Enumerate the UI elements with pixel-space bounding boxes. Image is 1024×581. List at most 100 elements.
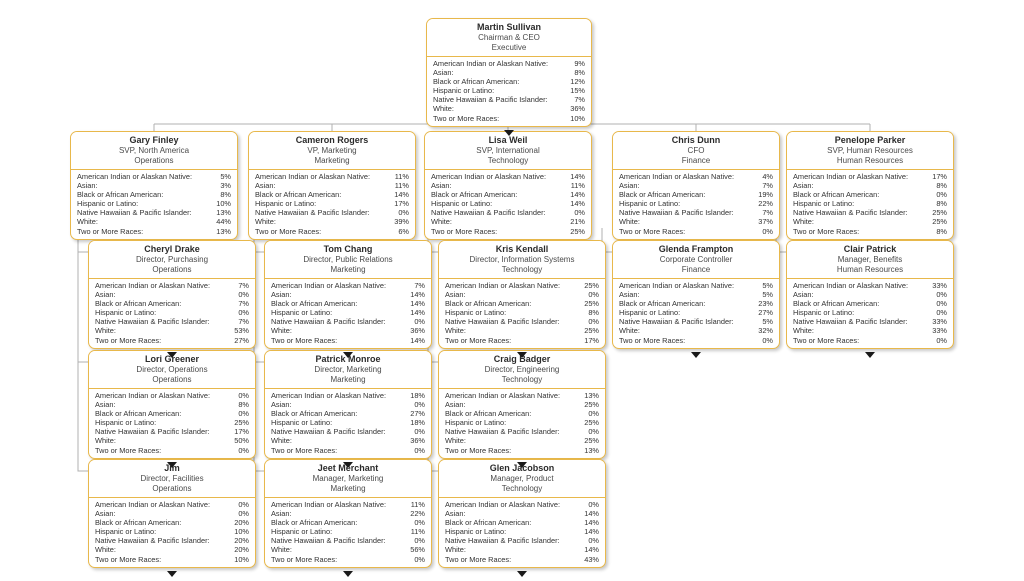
metric-row: American Indian or Alaskan Native:11%: [255, 172, 409, 181]
metric-label: Native Hawaiian & Pacific Islander:: [271, 536, 386, 546]
metric-row: Hispanic or Latino:0%: [793, 308, 947, 317]
node-expand-arrow-icon[interactable]: [167, 462, 177, 468]
metric-label: Asian:: [793, 290, 814, 300]
metric-value: 15%: [570, 86, 585, 96]
metric-value: 4%: [762, 172, 773, 181]
node-expand-arrow-icon[interactable]: [167, 571, 177, 577]
metric-label: Black or African American:: [619, 190, 706, 200]
metric-label: Black or African American:: [95, 299, 182, 309]
node-expand-arrow-icon[interactable]: [517, 352, 527, 358]
metric-value: 10%: [216, 199, 231, 209]
org-node-metrics: American Indian or Alaskan Native:5%Asia…: [613, 279, 779, 348]
metric-row: Two or More Races:0%: [793, 336, 947, 345]
metric-label: Native Hawaiian & Pacific Islander:: [77, 208, 192, 218]
org-node-name: Glenda Frampton: [658, 244, 734, 254]
metric-value: 25%: [234, 418, 249, 428]
metric-label: American Indian or Alaskan Native:: [77, 172, 193, 181]
metric-row: Black or African American:14%: [431, 190, 585, 199]
metric-row: Native Hawaiian & Pacific Islander:0%: [445, 317, 599, 326]
org-node-department: Human Resources: [836, 265, 904, 274]
metric-value: 14%: [394, 190, 409, 200]
node-expand-arrow-icon[interactable]: [504, 130, 514, 136]
org-node-name: Cameron Rogers: [295, 135, 369, 145]
metric-label: American Indian or Alaskan Native:: [95, 500, 211, 509]
node-expand-arrow-icon[interactable]: [343, 462, 353, 468]
metric-value: 14%: [410, 290, 425, 300]
metric-value: 7%: [414, 281, 425, 290]
metric-row: White:56%: [271, 545, 425, 554]
org-node-name: Patrick Monroe: [315, 354, 381, 364]
org-node-name: Martin Sullivan: [476, 22, 541, 32]
metric-value: 14%: [584, 509, 599, 519]
node-expand-arrow-icon[interactable]: [691, 352, 701, 358]
metric-row: White:44%: [77, 217, 231, 226]
node-expand-arrow-icon[interactable]: [517, 571, 527, 577]
metric-label: American Indian or Alaskan Native:: [619, 281, 735, 290]
metric-label: Two or More Races:: [95, 554, 162, 564]
metric-row: Asian:8%: [793, 181, 947, 190]
metric-row: Asian:11%: [431, 181, 585, 190]
metric-row: Native Hawaiian & Pacific Islander:0%: [271, 317, 425, 326]
org-node-department: Technology: [501, 265, 543, 274]
metric-value: 39%: [394, 217, 409, 227]
org-node-department: Executive: [491, 43, 527, 52]
metric-value: 3%: [220, 181, 231, 191]
org-node-department: Human Resources: [836, 156, 904, 165]
org-node-name: Kris Kendall: [495, 244, 549, 254]
org-node-title: VP, Marketing: [307, 146, 357, 155]
metric-row: Asian:22%: [271, 509, 425, 518]
metric-row: Hispanic or Latino:27%: [619, 308, 773, 317]
metric-label: White:: [433, 104, 454, 114]
metric-label: Native Hawaiian & Pacific Islander:: [95, 427, 210, 437]
org-node-title: Chairman & CEO: [478, 33, 540, 42]
org-node-department: Operations: [152, 265, 192, 274]
metric-value: 27%: [758, 308, 773, 318]
node-expand-arrow-icon[interactable]: [343, 571, 353, 577]
metric-row: Black or African American:14%: [255, 190, 409, 199]
node-expand-arrow-icon[interactable]: [167, 352, 177, 358]
metric-value: 14%: [570, 190, 585, 200]
org-node-name: Penelope Parker: [834, 135, 906, 145]
metric-value: 5%: [220, 172, 231, 181]
node-expand-arrow-icon[interactable]: [343, 352, 353, 358]
org-node-metrics: American Indian or Alaskan Native:7%Asia…: [265, 279, 431, 348]
metric-value: 33%: [932, 281, 947, 290]
org-node-title: Director, Engineering: [484, 365, 560, 374]
metric-label: Two or More Races:: [793, 335, 860, 345]
org-node-metrics: American Indian or Alaskan Native:0%Asia…: [89, 498, 255, 567]
metric-value: 7%: [238, 299, 249, 309]
metric-value: 33%: [932, 326, 947, 336]
org-node-department: Marketing: [330, 265, 366, 274]
org-node-name: Craig Badger: [493, 354, 551, 364]
node-expand-arrow-icon[interactable]: [865, 352, 875, 358]
metric-row: American Indian or Alaskan Native:0%: [95, 391, 249, 400]
metric-label: Two or More Races:: [793, 226, 860, 236]
metric-label: Two or More Races:: [255, 226, 322, 236]
metric-value: 8%: [936, 226, 947, 236]
metric-row: Hispanic or Latino:15%: [433, 86, 585, 95]
metric-value: 0%: [238, 500, 249, 509]
metric-value: 25%: [932, 208, 947, 218]
node-expand-arrow-icon[interactable]: [517, 462, 527, 468]
metric-label: Native Hawaiian & Pacific Islander:: [445, 427, 560, 437]
